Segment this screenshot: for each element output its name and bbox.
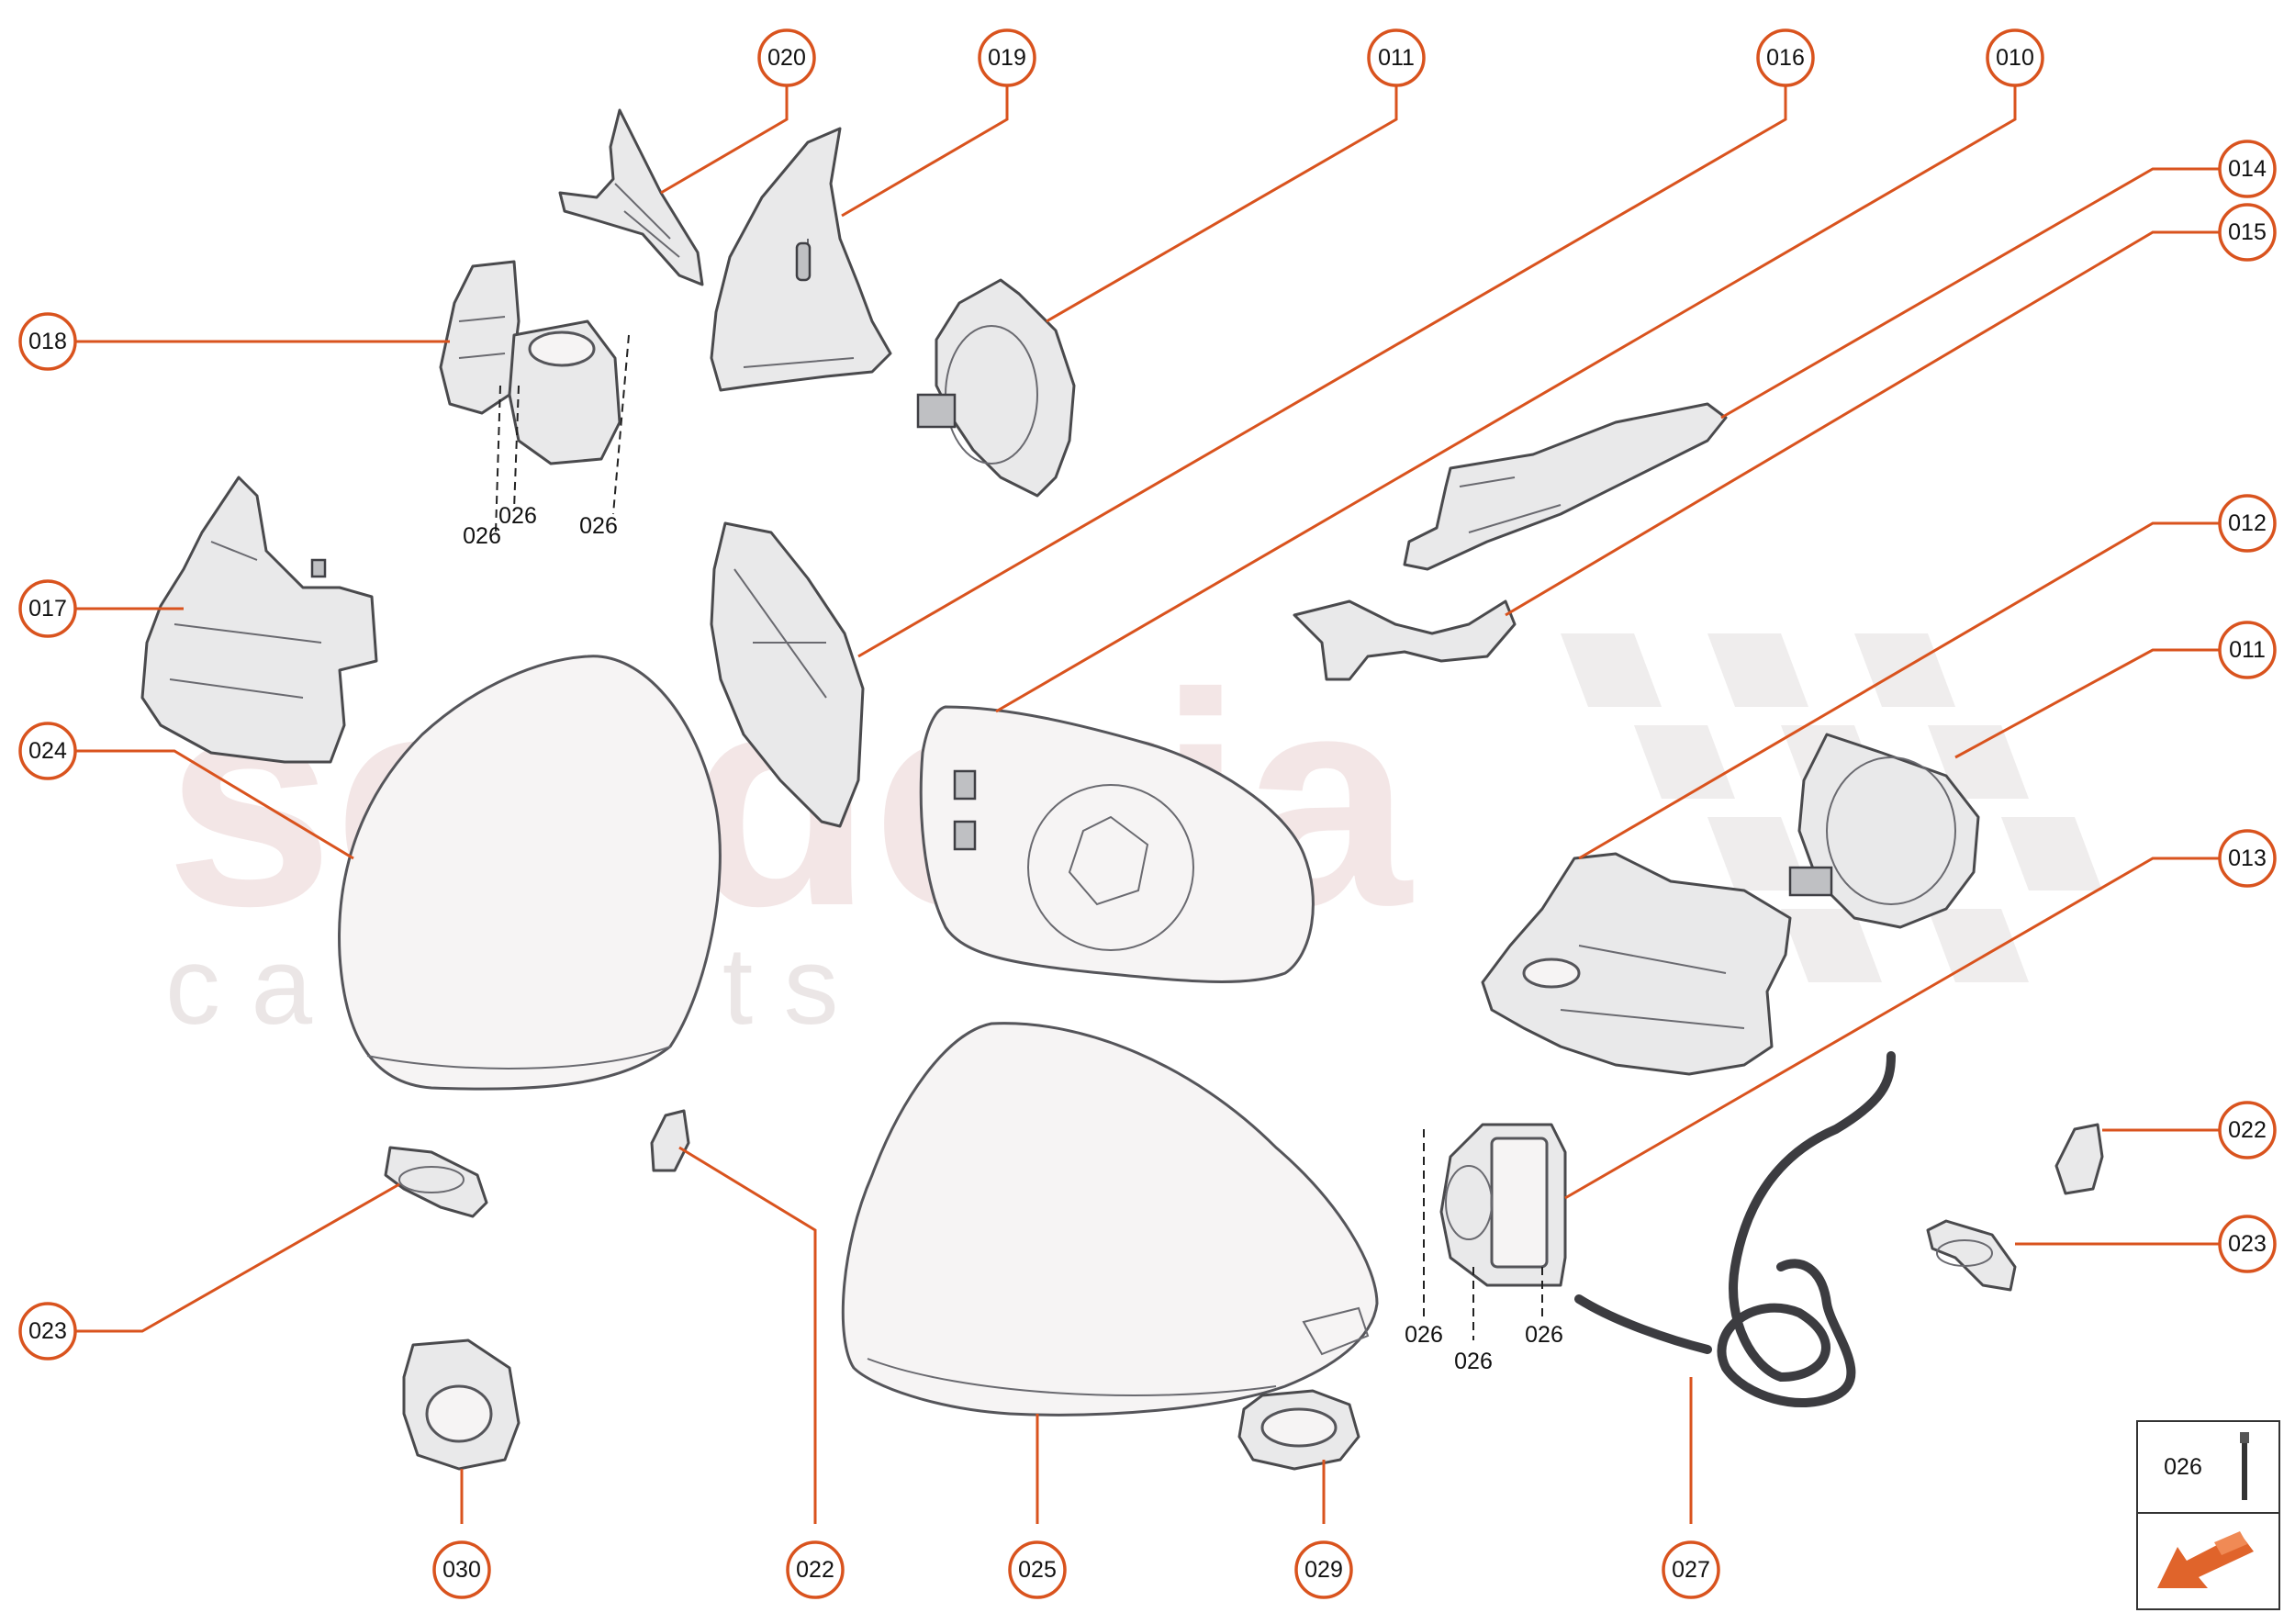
callout-022: 022 xyxy=(786,1540,845,1599)
svg-text:010: 010 xyxy=(1996,45,2034,71)
svg-text:020: 020 xyxy=(767,45,806,71)
svg-text:012: 012 xyxy=(2228,510,2267,536)
bolt-label-026: 026 xyxy=(1454,1349,1493,1374)
callout-013: 013 xyxy=(2218,829,2277,888)
clip-023-right xyxy=(1926,1219,2017,1292)
svg-text:023: 023 xyxy=(2228,1231,2267,1257)
bolt-label-026: 026 xyxy=(1405,1322,1443,1348)
svg-text:022: 022 xyxy=(2228,1117,2267,1143)
clip-023-left xyxy=(384,1146,488,1218)
legend-box: 026 xyxy=(2136,1420,2280,1610)
trim-strip-014 xyxy=(1403,402,1728,571)
cable-027 xyxy=(1574,1051,1896,1407)
clip-022-right xyxy=(2054,1123,2104,1195)
legend-part-label: 026 xyxy=(2164,1454,2202,1480)
svg-text:016: 016 xyxy=(1766,45,1805,71)
svg-text:011: 011 xyxy=(1378,45,1415,71)
callout-014: 014 xyxy=(2218,140,2277,198)
callouts: 020 019 011 016 010 014 015 018 017 024 … xyxy=(18,28,2277,1599)
grommet-030 xyxy=(402,1338,521,1471)
callout-029: 029 xyxy=(1294,1540,1353,1599)
leader-lines xyxy=(73,78,2245,1524)
callout-025: 025 xyxy=(1008,1540,1067,1599)
svg-text:030: 030 xyxy=(442,1557,481,1583)
parts xyxy=(140,108,2104,1471)
bolt-icon xyxy=(2240,1432,2249,1500)
callout-011: 011 xyxy=(2218,621,2277,679)
callout-027: 027 xyxy=(1662,1540,1720,1599)
svg-text:024: 024 xyxy=(28,738,67,764)
trim-019 xyxy=(710,127,892,392)
callout-015: 015 xyxy=(2218,203,2277,262)
svg-text:013: 013 xyxy=(2228,846,2267,871)
seal-029 xyxy=(1237,1389,1360,1471)
bolt-label-026: 026 xyxy=(1525,1322,1563,1348)
svg-text:025: 025 xyxy=(1018,1557,1057,1583)
backplate-016 xyxy=(710,521,865,828)
motor-011-right xyxy=(1788,733,1980,929)
callout-030: 030 xyxy=(432,1540,491,1599)
legend-part-cell xyxy=(2136,1420,2280,1514)
mirror-cap-024 xyxy=(338,655,722,1091)
callout-012: 012 xyxy=(2218,494,2277,553)
callout-010: 010 xyxy=(1986,28,2044,87)
actuator-018 xyxy=(439,260,621,465)
bracket-020 xyxy=(558,108,704,286)
actuator-013 xyxy=(1439,1123,1567,1287)
bolt-label-026: 026 xyxy=(498,503,537,529)
callout-023: 023 xyxy=(2218,1215,2277,1273)
svg-text:029: 029 xyxy=(1304,1557,1343,1583)
mirror-cap-025 xyxy=(841,1022,1379,1417)
callout-023: 023 xyxy=(18,1302,77,1361)
svg-text:011: 011 xyxy=(2229,637,2266,663)
svg-text:027: 027 xyxy=(1672,1557,1710,1583)
svg-text:018: 018 xyxy=(28,329,67,354)
bolt-indicators: 026 026 026 026 026 026 xyxy=(463,334,1563,1374)
callout-022: 022 xyxy=(2218,1101,2277,1159)
mirror-glass-010 xyxy=(919,705,1315,983)
svg-text:017: 017 xyxy=(28,596,67,622)
svg-text:015: 015 xyxy=(2228,219,2267,245)
callout-019: 019 xyxy=(978,28,1036,87)
motor-011-top xyxy=(916,278,1076,498)
svg-text:019: 019 xyxy=(988,45,1026,71)
callout-024: 024 xyxy=(18,722,77,780)
svg-text:014: 014 xyxy=(2228,156,2267,182)
callout-016: 016 xyxy=(1756,28,1815,87)
clip-022-left xyxy=(650,1109,690,1172)
callout-020: 020 xyxy=(757,28,816,87)
housing-017 xyxy=(140,476,378,764)
direction-arrow-icon xyxy=(2157,1531,2254,1588)
callout-011: 011 xyxy=(1367,28,1426,87)
callout-018: 018 xyxy=(18,312,77,371)
callout-017: 017 xyxy=(18,579,77,638)
housing-012 xyxy=(1481,852,1792,1076)
svg-text:022: 022 xyxy=(796,1557,834,1583)
bolt-label-026: 026 xyxy=(463,523,501,549)
bolt-label-026: 026 xyxy=(579,513,618,539)
bracket-015 xyxy=(1293,599,1517,681)
svg-text:023: 023 xyxy=(28,1318,67,1344)
